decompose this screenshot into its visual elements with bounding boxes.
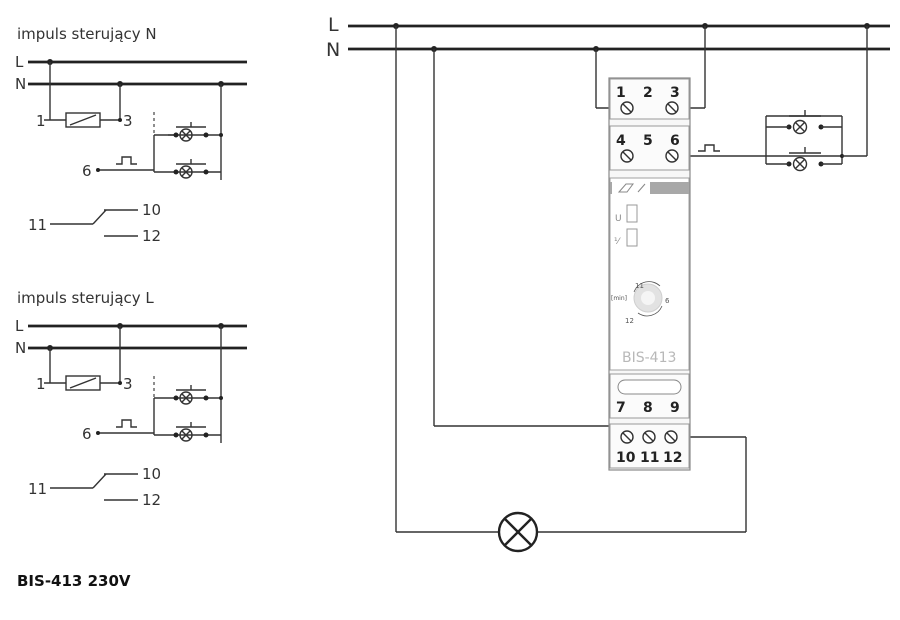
dial-label-bottom: 12 [625, 317, 634, 325]
diagram-l-term-11: 11 [28, 480, 47, 498]
diagram-l-term-3: 3 [123, 375, 133, 393]
screw-6 [665, 149, 679, 163]
diagram-l-term-12: 12 [142, 491, 161, 509]
screw-4 [620, 149, 634, 163]
diagram-n-term-12: 12 [142, 227, 161, 245]
screw-3 [665, 101, 679, 115]
bis-413-device: 1 2 3 4 5 6 U ⅟ [608, 77, 691, 471]
screw-11 [642, 430, 656, 444]
diagram-n-label-n: N [15, 75, 26, 93]
device-label-slot [617, 379, 682, 395]
diagram-l-label-l: L [15, 317, 24, 335]
main-push-button-2 [766, 147, 842, 172]
terminal-10: 10 [616, 450, 636, 466]
terminal-11: 11 [640, 450, 659, 466]
diagram-n-title: impuls sterujący N [17, 25, 157, 43]
lamp-icon [497, 511, 539, 553]
led-relay-indicator [626, 228, 638, 247]
diagram-l-term-10: 10 [142, 465, 161, 483]
screw-1 [620, 101, 634, 115]
diagram-n-push-button-1 [168, 122, 209, 142]
time-dial: 11 6 12 [min] [611, 281, 670, 325]
diagram-n-push-button-2 [173, 159, 209, 179]
dial-label-top: 11 [635, 282, 644, 290]
diagram-n-label-l: L [15, 53, 24, 71]
diagram-control-n: impuls sterujący N L N 1 3 [15, 25, 247, 245]
diagram-l-term-1: 1 [36, 375, 46, 393]
diagram-l-term-6: 6 [82, 425, 92, 443]
terminal-1: 1 [616, 85, 626, 101]
diagram-l-label-n: N [15, 339, 26, 357]
terminal-5: 5 [643, 133, 653, 149]
main-label-l: L [328, 14, 339, 36]
main-wiring: L N [326, 14, 890, 553]
diagram-n-term-10: 10 [142, 201, 161, 219]
terminal-7: 7 [616, 400, 626, 416]
terminal-4: 4 [616, 133, 626, 149]
main-push-button-1 [766, 110, 842, 135]
screw-10 [620, 430, 634, 444]
dial-label-right: 6 [665, 297, 670, 305]
terminal-8: 8 [643, 400, 653, 416]
led-u-label: U [615, 214, 622, 224]
diagram-caption: BIS-413 230V [17, 572, 131, 590]
dial-label-left: [min] [611, 295, 627, 302]
diagram-n-term-6: 6 [82, 162, 92, 180]
diagram-l-push-button-2 [173, 422, 209, 442]
led-relay-label: ⅟ [614, 237, 621, 247]
diagram-l-title: impuls sterujący L [17, 289, 154, 307]
terminal-12: 12 [663, 450, 682, 466]
led-power-indicator [626, 204, 638, 223]
terminal-3: 3 [670, 85, 680, 101]
diagram-n-term-3: 3 [123, 112, 133, 130]
terminal-9: 9 [670, 400, 680, 416]
device-model-label: BIS-413 [622, 350, 676, 366]
terminal-6: 6 [670, 133, 680, 149]
diagram-control-l: impuls sterujący L L N 1 3 [15, 289, 247, 509]
diagram-n-term-1: 1 [36, 112, 46, 130]
diagram-n-term-11: 11 [28, 216, 47, 234]
screw-12 [664, 430, 678, 444]
terminal-2: 2 [643, 85, 653, 101]
diagram-l-push-button-1 [173, 385, 209, 405]
main-label-n: N [326, 39, 340, 61]
